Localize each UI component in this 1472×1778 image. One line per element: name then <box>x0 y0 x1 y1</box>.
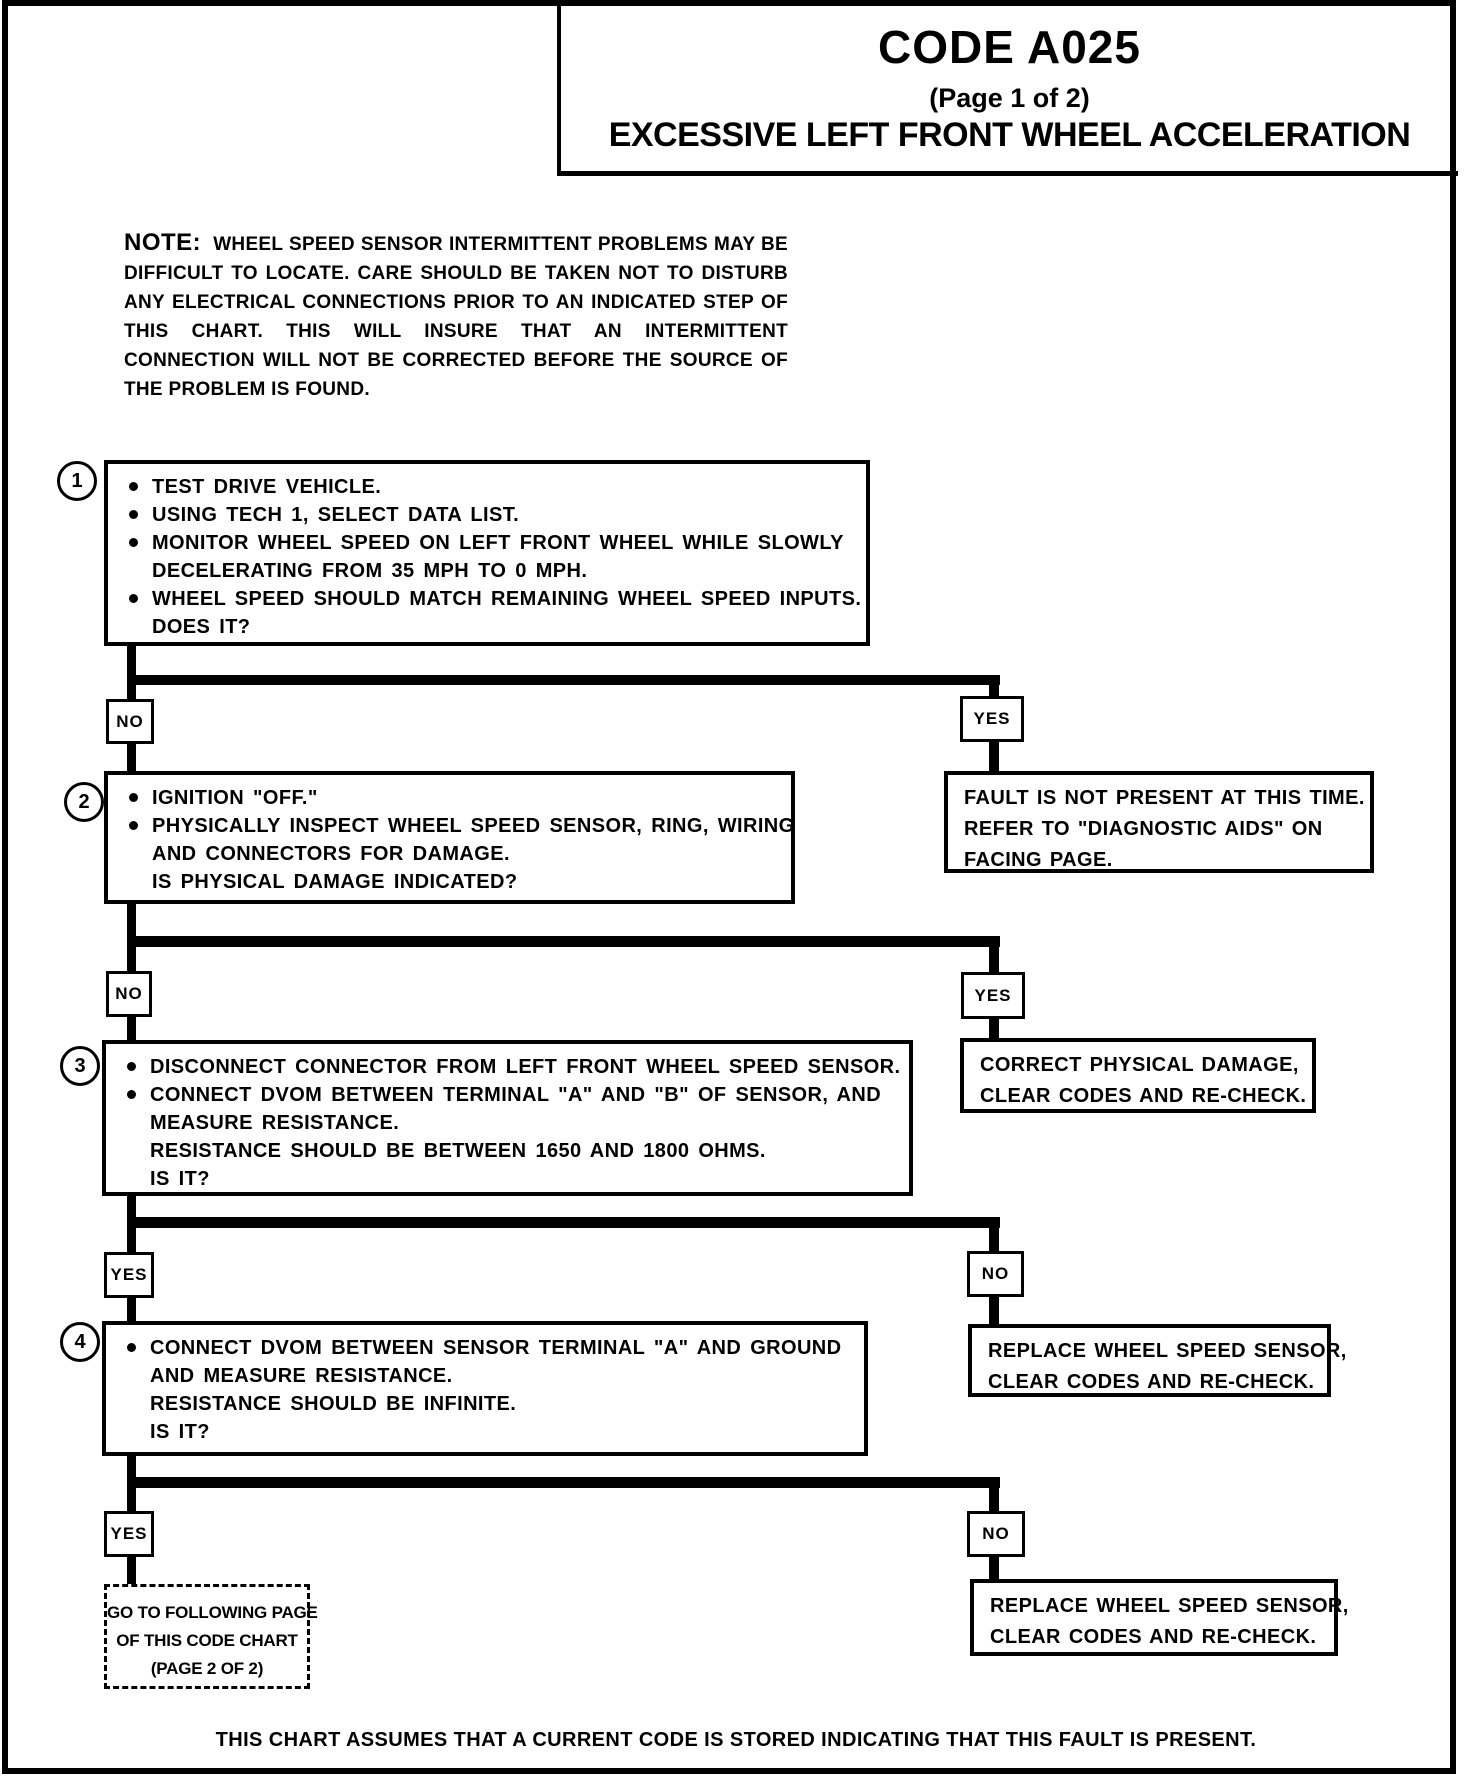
connector-no1-step2 <box>127 742 136 773</box>
goto-next-page-box: GO TO FOLLOWING PAGE OF THIS CODE CHART … <box>104 1584 318 1689</box>
step-line: WHEEL SPEED SHOULD MATCH REMAINING WHEEL… <box>108 585 866 613</box>
connector-yes1-result <box>989 740 999 774</box>
connector-yes3-step4 <box>127 1296 136 1323</box>
connector-no4-result <box>989 1555 999 1581</box>
connector-step2-down <box>127 902 136 942</box>
connector-step4-bar <box>127 1477 1000 1488</box>
step-line: IGNITION "OFF." <box>108 784 791 812</box>
connector-step2-no-drop <box>127 945 136 973</box>
connector-step3-down <box>127 1194 136 1225</box>
note-paragraph: NOTE: WHEEL SPEED SENSOR INTERMITTENT PR… <box>124 228 788 404</box>
step-number-4: 4 <box>60 1322 100 1362</box>
step-number-1: 1 <box>57 461 97 501</box>
connector-step1-down <box>127 644 136 678</box>
step-line: DOES IT? <box>152 616 251 638</box>
connector-no2-step3 <box>127 1015 136 1042</box>
step-number-3: 3 <box>60 1046 100 1086</box>
step-line: AND CONNECTORS FOR DAMAGE. <box>152 843 510 865</box>
note-body: WHEEL SPEED SENSOR INTERMITTENT PROBLEMS… <box>124 234 788 400</box>
connector-step3-bar <box>127 1217 1000 1228</box>
step-number-2: 2 <box>64 782 104 822</box>
step-line: TEST DRIVE VEHICLE. <box>108 473 866 501</box>
step-box-4: CONNECT DVOM BETWEEN SENSOR TERMINAL "A"… <box>102 1321 868 1456</box>
connector-no3-result <box>989 1295 999 1326</box>
decision-no-2: NO <box>106 971 152 1017</box>
decision-yes-1: YES <box>960 696 1024 742</box>
step-line: RESISTANCE SHOULD BE BETWEEN 1650 AND 18… <box>150 1140 766 1162</box>
connector-yes2-result <box>989 1017 999 1041</box>
decision-no-3: NO <box>967 1251 1024 1297</box>
result-box-correct-damage: CORRECT PHYSICAL DAMAGE, CLEAR CODES AND… <box>960 1038 1316 1113</box>
step-line: USING TECH 1, SELECT DATA LIST. <box>108 501 866 529</box>
decision-no-4: NO <box>967 1511 1025 1557</box>
footer-note: THIS CHART ASSUMES THAT A CURRENT CODE I… <box>215 1729 1257 1751</box>
step-line: DISCONNECT CONNECTOR FROM LEFT FRONT WHE… <box>106 1053 909 1081</box>
step-line: CONNECT DVOM BETWEEN SENSOR TERMINAL "A"… <box>106 1334 864 1362</box>
connector-yes4-goto <box>127 1555 136 1586</box>
step-line: IS IT? <box>150 1421 210 1443</box>
step-line: RESISTANCE SHOULD BE INFINITE. <box>150 1393 517 1415</box>
step-line: DECELERATING FROM 35 MPH TO 0 MPH. <box>152 560 588 582</box>
connector-step3-no-drop <box>989 1226 999 1253</box>
result-box-replace-sensor-2: REPLACE WHEEL SPEED SENSOR, CLEAR CODES … <box>970 1579 1348 1656</box>
page-title: CODE A025 <box>878 21 1141 73</box>
step-box-1: TEST DRIVE VEHICLE. USING TECH 1, SELECT… <box>104 460 870 646</box>
step-box-3: DISCONNECT CONNECTOR FROM LEFT FRONT WHE… <box>102 1040 913 1196</box>
step-line: MONITOR WHEEL SPEED ON LEFT FRONT WHEEL … <box>108 529 866 557</box>
connector-step2-bar <box>127 936 1000 947</box>
step-box-2: IGNITION "OFF." PHYSICALLY INSPECT WHEEL… <box>104 771 795 904</box>
step-line: IS PHYSICAL DAMAGE INDICATED? <box>152 871 518 893</box>
connector-step4-down <box>127 1454 136 1485</box>
decision-yes-3: YES <box>104 1252 154 1298</box>
connector-step4-no-drop <box>989 1486 999 1513</box>
step-line: PHYSICALLY INSPECT WHEEL SPEED SENSOR, R… <box>108 812 794 840</box>
step-line: MEASURE RESISTANCE. <box>150 1112 400 1134</box>
result-box-fault-not-present: FAULT IS NOT PRESENT AT THIS TIME. REFER… <box>944 771 1374 873</box>
connector-step4-yes-drop <box>127 1486 136 1513</box>
connector-step3-yes-drop <box>127 1226 136 1254</box>
step-line: IS IT? <box>150 1168 210 1190</box>
note-label: NOTE: <box>124 229 202 256</box>
connector-step2-yes-drop <box>989 945 999 974</box>
page-subtitle: (Page 1 of 2) <box>929 83 1090 113</box>
connector-step1-yes-drop <box>989 683 999 698</box>
decision-yes-4: YES <box>104 1511 154 1557</box>
result-box-replace-sensor-1: REPLACE WHEEL SPEED SENSOR, CLEAR CODES … <box>968 1324 1346 1397</box>
connector-step1-bar <box>127 675 1000 685</box>
step-line: AND MEASURE RESISTANCE. <box>150 1365 453 1387</box>
page-heading: EXCESSIVE LEFT FRONT WHEEL ACCELERATION <box>608 116 1411 154</box>
decision-no-1: NO <box>106 699 154 744</box>
step-line: CONNECT DVOM BETWEEN TERMINAL "A" AND "B… <box>106 1081 909 1109</box>
decision-yes-2: YES <box>961 972 1025 1019</box>
title-box: CODE A025 (Page 1 of 2) EXCESSIVE LEFT F… <box>557 3 1458 176</box>
connector-step1-no-drop <box>127 683 136 701</box>
